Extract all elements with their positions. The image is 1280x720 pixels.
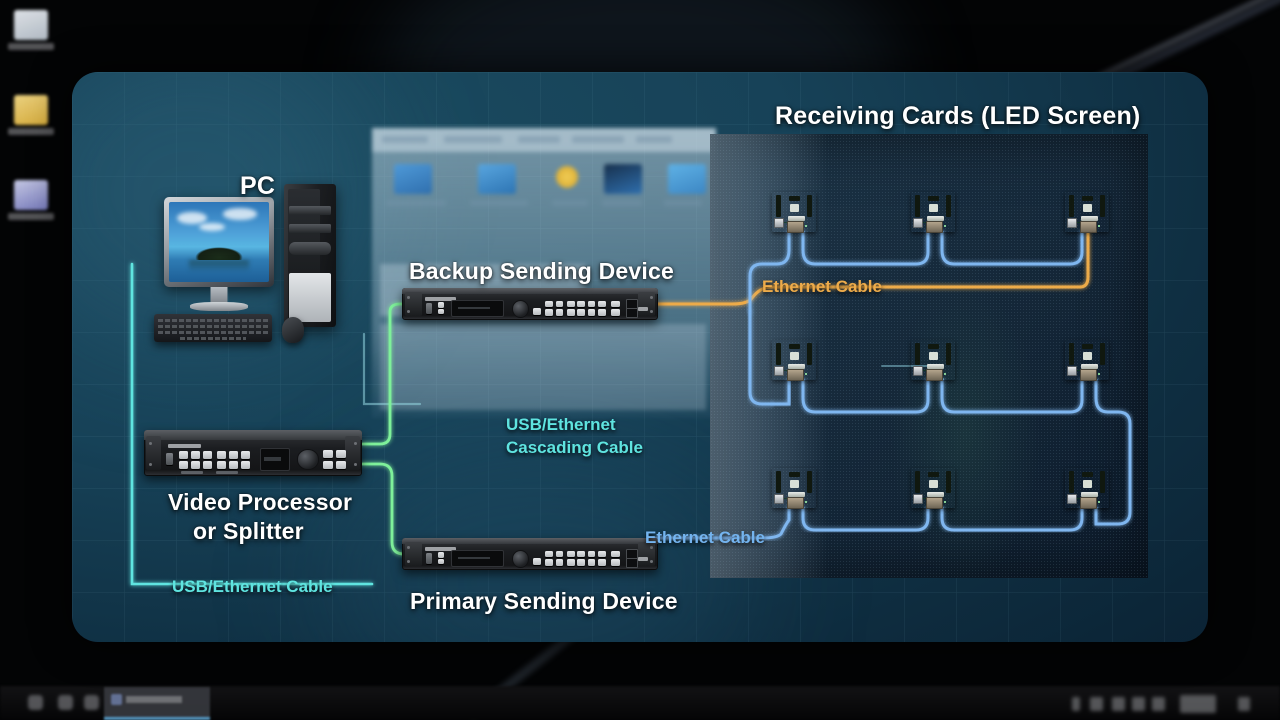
- desktop-icon-3[interactable]: [8, 180, 54, 220]
- pc-monitor: [164, 197, 274, 287]
- cable-blue-right-spine: [1094, 378, 1132, 526]
- taskbar-icon-2[interactable]: [84, 695, 99, 710]
- ethernet-cable-label-bottom: Ethernet Cable: [645, 528, 765, 547]
- cable-blue-left-spine: [748, 310, 774, 406]
- usb-ethernet-cable-label: USB/Ethernet Cable: [172, 577, 333, 596]
- system-tray-icon-5[interactable]: [1152, 697, 1165, 711]
- receiving-card-r1c2: [911, 192, 955, 233]
- taskbar-window-label: [126, 696, 182, 703]
- cable-primary-to-row3: [654, 506, 791, 540]
- video-processor-label-line1: Video Processor: [168, 489, 353, 515]
- cascading-cable-label-line2: Cascading Cable: [506, 438, 643, 457]
- cable-pc-to-processor: [130, 262, 374, 586]
- cable-blue-row2: [801, 378, 930, 414]
- pc-tower: [284, 184, 336, 327]
- cable-processor-to-primary: [360, 462, 426, 556]
- cable-processor-to-backup: [360, 302, 426, 446]
- taskbar-window-icon: [111, 694, 122, 705]
- pc-mouse: [282, 317, 304, 343]
- system-tray-icon-4[interactable]: [1132, 697, 1145, 711]
- receiving-card-r2c2: [911, 340, 955, 381]
- pc-monitor-stand: [164, 287, 274, 313]
- overlay-toolbar: [372, 128, 716, 152]
- monitor-screen: [169, 202, 269, 282]
- taskbar-window-button[interactable]: [104, 687, 210, 720]
- diagram-panel: Receiving Cards (LED Screen) PC Backup S…: [72, 72, 1208, 642]
- pc-label: PC: [240, 172, 276, 200]
- cable-corner-connector: [362, 332, 422, 406]
- video-processor-label-line2: or Splitter: [193, 518, 304, 544]
- system-tray-clock[interactable]: [1180, 695, 1216, 713]
- receiving-card-r1c1: [772, 192, 816, 233]
- pc-keyboard: [154, 314, 272, 342]
- primary-sending-device: [402, 538, 658, 570]
- system-tray-icon-3[interactable]: [1112, 697, 1125, 711]
- receiving-card-r3c3: [1065, 468, 1109, 509]
- system-tray-icon-2[interactable]: [1090, 697, 1103, 711]
- receiving-card-r2c3: [1065, 340, 1109, 381]
- software-screenshot-overlay: [372, 128, 716, 418]
- show-desktop-button[interactable]: [1238, 697, 1250, 711]
- receiving-cards-title: Receiving Cards (LED Screen): [775, 102, 1141, 130]
- receiving-card-r3c2: [911, 468, 955, 509]
- taskbar[interactable]: [0, 686, 1280, 720]
- ethernet-cable-label-top: Ethernet Cable: [762, 277, 882, 296]
- cable-blue-row1: [748, 230, 791, 314]
- cascading-cable-label-line1: USB/Ethernet: [506, 415, 616, 434]
- overlay-panel-bottom: [380, 324, 706, 410]
- primary-device-label: Primary Sending Device: [410, 588, 678, 614]
- desktop-icon-1[interactable]: [8, 10, 54, 50]
- receiving-card-r3c1: [772, 468, 816, 509]
- backup-sending-device: [402, 288, 658, 320]
- desktop-icon-2[interactable]: [8, 95, 54, 135]
- video-processor-device: [144, 430, 362, 476]
- start-button[interactable]: [28, 695, 43, 710]
- cable-ethernet-orange: [654, 230, 1090, 306]
- cable-blue-row3: [940, 506, 1084, 532]
- backup-device-label: Backup Sending Device: [409, 258, 674, 284]
- taskbar-icon-1[interactable]: [58, 695, 73, 710]
- receiving-card-r1c3: [1065, 192, 1109, 233]
- system-tray-icon-1[interactable]: [1072, 697, 1080, 711]
- cable-layer: [130, 230, 1132, 586]
- receiving-card-r2c1: [772, 340, 816, 381]
